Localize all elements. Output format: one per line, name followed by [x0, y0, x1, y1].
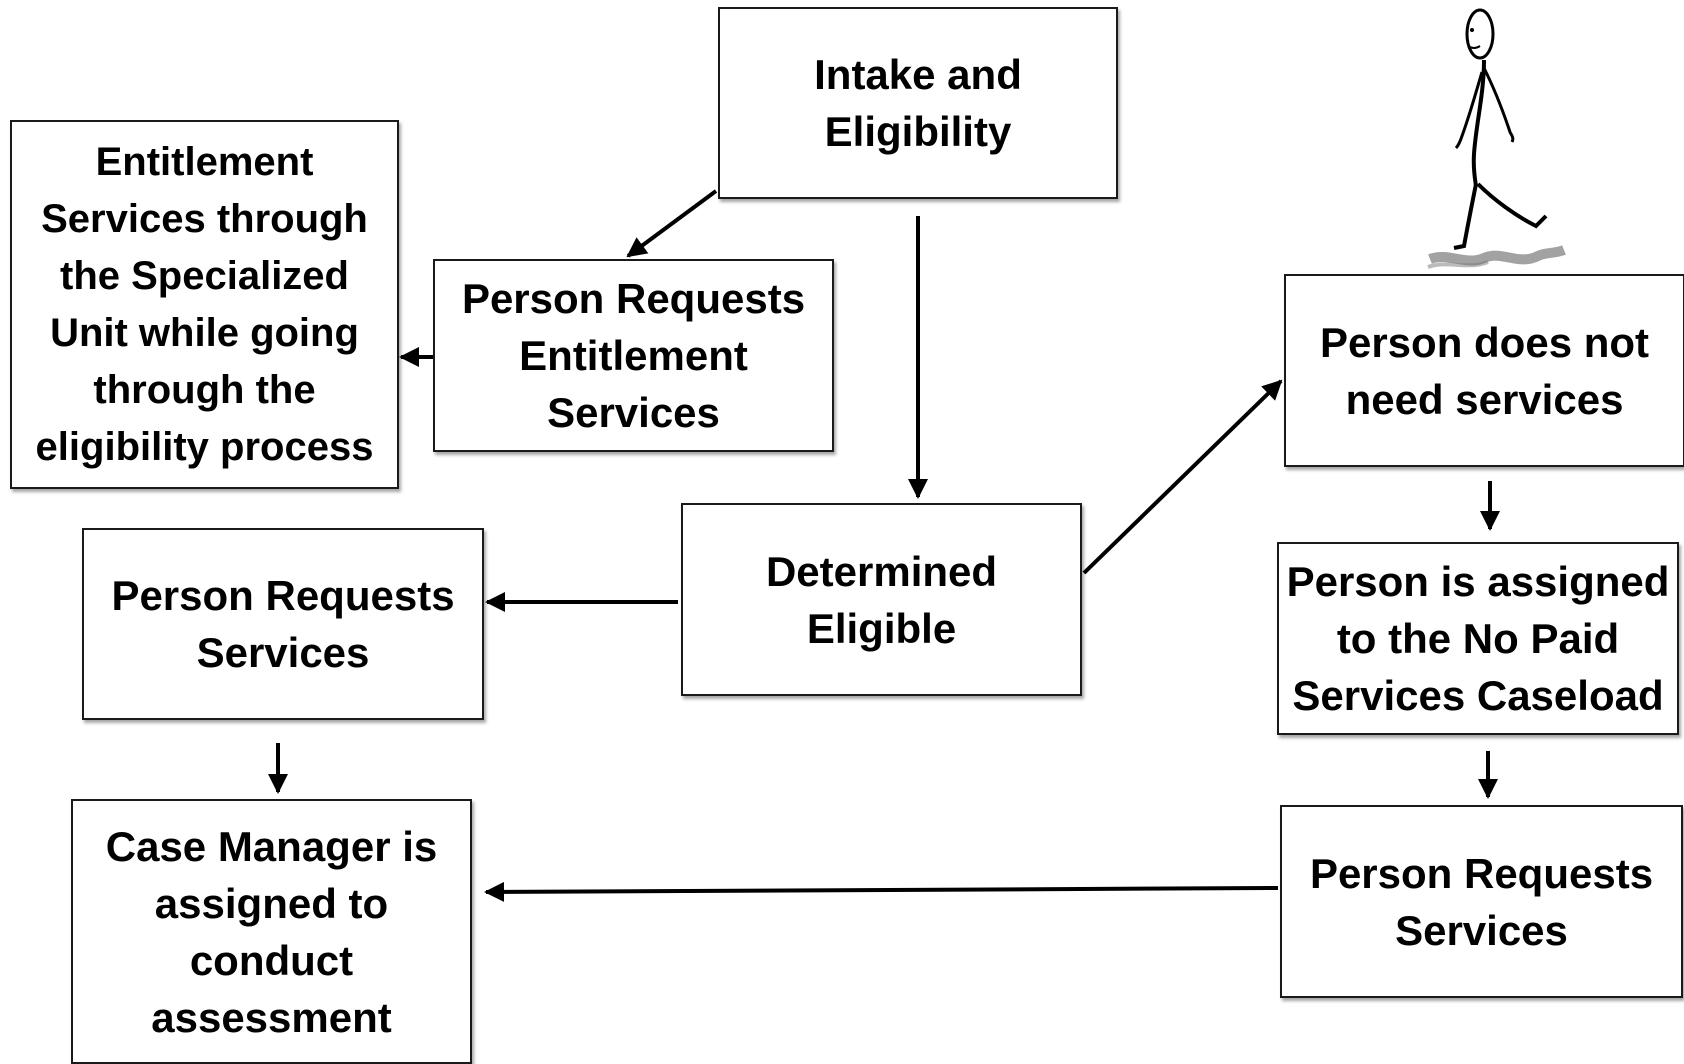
node-label: Intake and Eligibility	[814, 51, 1022, 155]
arrow-requests-services-right-to-case-manager	[484, 881, 1279, 902]
arrow-determined-to-does-not-need	[1082, 379, 1283, 575]
node-label: Determined Eligible	[765, 547, 998, 652]
node-person-requests-services-right: Person Requests Services	[1280, 805, 1683, 998]
node-person-does-not-need-services: Person does not need services	[1284, 274, 1684, 467]
node-label: Person Requests Services	[1309, 849, 1654, 954]
node-no-paid-services-caseload: Person is assigned to the No Paid Servic…	[1277, 542, 1679, 735]
node-determined-eligible: Determined Eligible	[681, 503, 1082, 696]
walking-stick-figure-icon	[1427, 8, 1566, 269]
node-label: Person is assigned to the No Paid Servic…	[1286, 558, 1670, 719]
arrow-intake-to-requests-entitlement	[626, 189, 718, 258]
node-label: Case Manager is assigned to conduct asse…	[105, 822, 438, 1041]
node-label: Person Requests Entitlement Services	[461, 275, 806, 436]
node-label: Person Requests Services	[111, 572, 455, 676]
node-label: Person does not need services	[1319, 318, 1650, 423]
node-entitlement-services-specialized-unit: Entitlement Services through the Special…	[10, 120, 399, 489]
node-person-requests-entitlement-services: Person Requests Entitlement Services	[433, 259, 834, 452]
node-intake-and-eligibility: Intake and Eligibility	[718, 7, 1118, 199]
node-label: Entitlement Services through the Special…	[35, 139, 374, 469]
node-case-manager-assigned: Case Manager is assigned to conduct asse…	[71, 799, 472, 1064]
node-person-requests-services-left: Person Requests Services	[82, 528, 484, 720]
